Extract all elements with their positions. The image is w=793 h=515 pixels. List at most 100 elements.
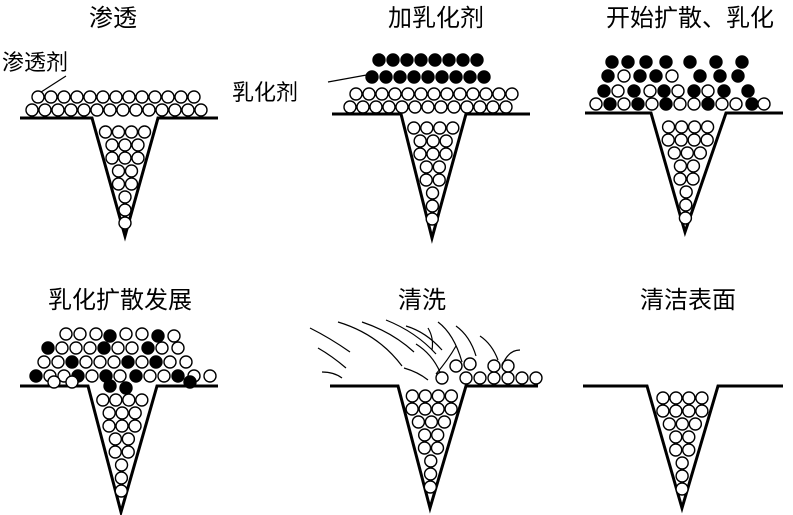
penetrant-particle <box>645 97 659 111</box>
penetrant-particle <box>135 90 149 104</box>
penetrant-particle <box>667 146 682 160</box>
penetrant-particle <box>473 371 487 385</box>
emulsifier-particle <box>717 84 731 98</box>
penetrant-particle <box>427 87 441 101</box>
penetrant-particle <box>414 87 428 101</box>
penetrant-particle <box>421 100 435 114</box>
penetrant-particle <box>656 391 670 405</box>
penetrant-particle <box>109 393 123 407</box>
panel-3 <box>585 55 783 237</box>
panel-2 <box>332 53 530 244</box>
panel-5-surface <box>330 384 538 514</box>
wash-stream-line <box>435 345 457 375</box>
penetrant-particle <box>157 369 171 383</box>
penetrant-particle <box>128 419 142 433</box>
penetrant-particle <box>111 164 126 178</box>
panel-6 <box>583 384 783 514</box>
penetrant-particle <box>447 100 461 114</box>
penetrant-particle <box>343 100 357 114</box>
penetrant-particle <box>473 100 487 114</box>
wash-stream-line <box>403 367 429 381</box>
penetrant-particle <box>114 484 128 498</box>
penetrant-particle <box>418 402 432 416</box>
emulsifier-particle <box>183 375 197 389</box>
penetrant-particle <box>499 100 513 114</box>
penetrant-particle <box>757 97 771 111</box>
penetrant-particle <box>79 355 93 369</box>
penetrant-particle <box>168 103 182 117</box>
penetrant-particle <box>411 415 426 429</box>
penetrant-particle <box>114 471 129 485</box>
penetrant-particle <box>167 329 181 343</box>
penetrant-particle <box>388 87 402 101</box>
penetrant-particle <box>89 327 103 341</box>
penetrant-particle <box>675 469 689 483</box>
penetrant-particle <box>701 84 715 98</box>
penetrant-particle <box>460 100 474 114</box>
penetrant-particle <box>487 371 501 385</box>
penetrant-particle <box>673 159 688 173</box>
panel-6-title: 清洁表面 <box>640 286 736 314</box>
emulsifier-particle <box>687 84 701 98</box>
penetrant-particle <box>446 121 460 135</box>
penetrant-particle <box>102 406 116 420</box>
penetrant-particle <box>128 406 142 420</box>
penetrant-particle <box>51 355 65 369</box>
penetrant-particle <box>93 355 107 369</box>
penetrant-particle <box>55 341 69 355</box>
emulsifier-label: 乳化剂 <box>232 81 298 106</box>
emulsifier-particle <box>601 69 615 83</box>
penetrant-particle <box>611 84 625 98</box>
penetrant-particle <box>148 90 162 104</box>
penetrant-leader-line <box>37 75 67 95</box>
wash-stream-line <box>385 319 437 355</box>
penetrant-particle <box>203 369 217 383</box>
penetrant-particle <box>419 173 433 187</box>
emulsifier-particle <box>713 69 727 83</box>
panel-1 <box>20 90 218 242</box>
penetrant-particle <box>31 90 45 104</box>
penetrant-particle <box>405 402 419 416</box>
emulsifier-particle <box>171 369 185 383</box>
emulsifier-particle <box>407 70 421 84</box>
penetrant-particle <box>679 185 693 199</box>
panel-2-surface <box>332 112 530 244</box>
penetrant-particle <box>413 147 427 161</box>
emulsifier-particle <box>621 55 635 69</box>
penetrant-particle <box>105 151 119 165</box>
penetrant-particle <box>425 186 440 200</box>
penetrant-particle <box>65 375 79 389</box>
penetrant-particle <box>682 404 696 418</box>
wash-stream-line <box>361 321 415 353</box>
panel-4-title: 乳化扩散发展 <box>48 286 192 314</box>
emulsifier-particle <box>393 70 407 84</box>
wash-stream-line <box>427 327 434 351</box>
wash-stream-line <box>501 349 521 367</box>
emulsifier-particle <box>103 379 117 393</box>
penetrant-particle <box>102 419 116 433</box>
penetrant-particle <box>589 97 603 111</box>
emulsifier-particle <box>414 53 428 67</box>
penetrant-particle <box>695 404 709 418</box>
panel-4 <box>20 327 218 515</box>
panel-2-title: 加乳化剂 <box>388 4 484 32</box>
emulsifier-particle <box>735 55 749 69</box>
penetrant-particle <box>131 138 145 152</box>
penetrant-particle <box>662 417 677 431</box>
penetrant-particle <box>137 125 152 139</box>
penetrant-particle <box>617 97 631 111</box>
penetrant-particle <box>501 371 515 385</box>
penetrant-particle <box>688 417 703 431</box>
penetrant-particle <box>425 212 439 226</box>
penetrant-particle <box>179 355 193 369</box>
emulsifier-particle <box>745 97 759 111</box>
penetrant-particle <box>661 120 676 134</box>
penetrant-particle <box>430 428 445 442</box>
penetrant-particle <box>417 441 432 455</box>
emulsifier-particle <box>365 70 379 84</box>
emulsifier-particle <box>372 53 386 67</box>
penetrant-particle <box>431 402 445 416</box>
penetrant-particle <box>686 172 700 186</box>
penetrant-particle <box>418 389 433 403</box>
penetrant-particle <box>85 369 99 383</box>
